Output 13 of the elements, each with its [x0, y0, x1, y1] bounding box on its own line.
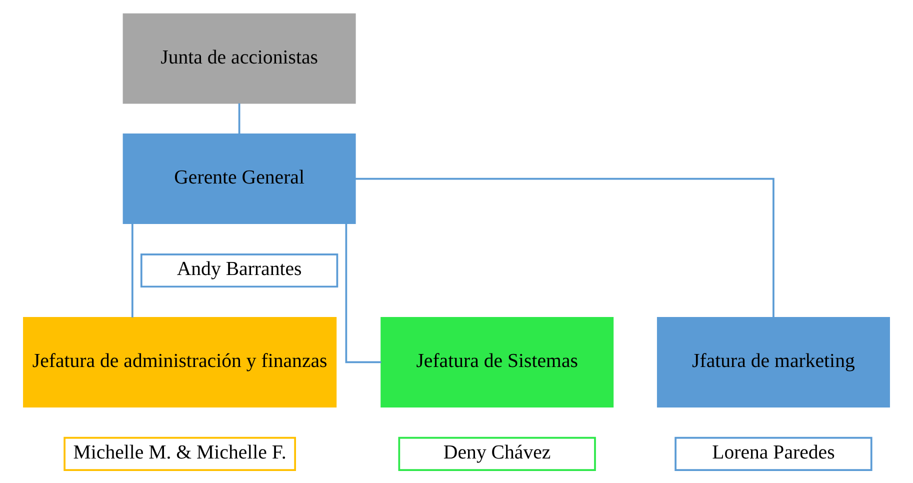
node-box: Lorena Paredes: [674, 436, 872, 470]
connector: [131, 223, 134, 317]
node-box: Junta de accionistas: [122, 12, 356, 104]
node-box: Jfatura de marketing: [656, 316, 890, 407]
connector: [355, 177, 774, 317]
connector: [345, 223, 382, 363]
node-box: Michelle M. & Michelle F.: [64, 436, 296, 470]
node-box: Gerente General: [122, 133, 356, 224]
node-box: Deny Chávez: [398, 436, 596, 470]
node-box: Jefatura de administración y finanzas: [23, 316, 337, 407]
node-box: Jefatura de Sistemas: [380, 316, 614, 407]
connector: [238, 102, 240, 134]
node-box: Andy Barrantes: [140, 252, 338, 288]
